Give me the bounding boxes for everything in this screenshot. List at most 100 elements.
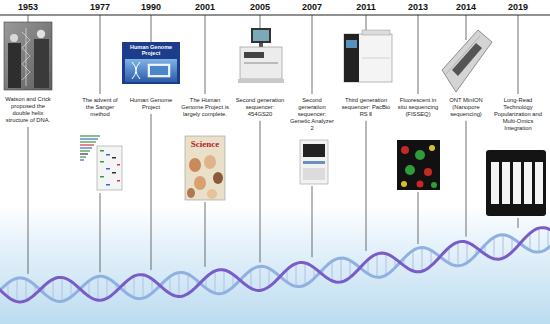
ladder-line bbox=[80, 138, 98, 139]
gel-band bbox=[100, 176, 104, 178]
year-label: 2019 bbox=[503, 2, 533, 13]
machine-seam bbox=[362, 58, 390, 59]
year-label: 2005 bbox=[245, 2, 275, 13]
tick-line bbox=[28, 127, 29, 274]
flow-cell bbox=[535, 162, 543, 204]
ladder-line bbox=[80, 150, 90, 151]
device-edge bbox=[446, 36, 480, 74]
cell bbox=[405, 165, 415, 175]
helix-rung bbox=[88, 281, 89, 297]
helix-rung bbox=[457, 242, 458, 266]
cover-face bbox=[207, 189, 217, 199]
photo-frame bbox=[4, 22, 52, 90]
helix-rung bbox=[106, 278, 107, 298]
device-lid bbox=[452, 43, 482, 76]
tick-line bbox=[260, 15, 261, 28]
helix-rung bbox=[214, 271, 215, 293]
device-body bbox=[442, 30, 492, 92]
gel-band bbox=[112, 172, 116, 174]
tick-line bbox=[100, 15, 101, 94]
promethion-device bbox=[486, 150, 546, 216]
gel-band bbox=[106, 168, 110, 170]
logo-screen-inner bbox=[150, 66, 168, 75]
year-label: 2011 bbox=[351, 2, 381, 13]
helix-rung bbox=[268, 268, 269, 286]
cell bbox=[401, 146, 409, 154]
helix-rung bbox=[376, 254, 377, 277]
image-ground bbox=[397, 140, 440, 190]
ladder-line bbox=[80, 144, 94, 145]
tick-line bbox=[260, 121, 261, 263]
milestone-caption: Second generation sequencer: 454GS20 bbox=[234, 97, 286, 118]
gel-band bbox=[100, 150, 104, 152]
cover-face bbox=[189, 158, 201, 172]
helix-rung bbox=[259, 266, 260, 290]
gs20-sequencer bbox=[238, 28, 284, 83]
milestone-caption: ONT MinION (Nanopore sequencing) bbox=[445, 97, 487, 118]
gel-bands bbox=[100, 150, 120, 186]
tick-line bbox=[418, 192, 419, 244]
ladder-line bbox=[80, 141, 96, 142]
tick-line bbox=[100, 193, 101, 272]
cover-face bbox=[213, 172, 223, 184]
milestone-caption: Second generation sequencer: Genetic Ana… bbox=[288, 97, 336, 132]
helix-rung bbox=[349, 260, 350, 277]
helix-rung bbox=[493, 237, 494, 258]
machine-stripe bbox=[303, 161, 325, 164]
tick-line bbox=[205, 15, 206, 94]
machine-screen bbox=[346, 40, 357, 48]
pacbio-sequencer bbox=[344, 30, 392, 82]
gel-band bbox=[106, 154, 110, 156]
machine-trim bbox=[244, 62, 278, 64]
ladder-line bbox=[80, 153, 88, 154]
year-label: 1977 bbox=[85, 2, 115, 13]
gel-band bbox=[117, 164, 120, 166]
machine-body bbox=[300, 140, 328, 184]
helix-rung bbox=[187, 274, 188, 293]
tick-line bbox=[28, 15, 29, 22]
gel-plate bbox=[97, 146, 122, 190]
tick-line bbox=[518, 218, 519, 228]
ladder-line bbox=[80, 135, 100, 136]
cover-face bbox=[204, 155, 216, 169]
tick-lines bbox=[28, 15, 518, 274]
gel-band bbox=[106, 184, 110, 186]
minion-device bbox=[442, 30, 492, 92]
gel-ground bbox=[78, 134, 124, 191]
milestone-caption: Human Genome Project bbox=[126, 97, 176, 111]
flow-cell bbox=[524, 162, 532, 204]
milestone-caption: The advent of the Sanger method bbox=[78, 97, 122, 118]
dna-helix bbox=[0, 228, 550, 302]
machine-lid bbox=[362, 30, 390, 35]
gel-band bbox=[100, 161, 104, 163]
monitor bbox=[251, 28, 271, 43]
monitor-screen bbox=[253, 30, 269, 41]
cell bbox=[431, 182, 437, 188]
flow-cell bbox=[513, 162, 521, 204]
cover-title: Science bbox=[186, 139, 224, 149]
person-head bbox=[10, 34, 18, 42]
helix-rung bbox=[412, 250, 413, 270]
model-helix bbox=[22, 32, 30, 80]
flow-cell bbox=[491, 162, 499, 204]
helix-rung bbox=[169, 277, 170, 294]
tick-line bbox=[518, 15, 519, 94]
helix-rung bbox=[133, 276, 134, 297]
cell bbox=[415, 150, 425, 160]
helix-rung bbox=[547, 229, 548, 248]
machine-panel bbox=[303, 168, 325, 180]
watson-crick-photo bbox=[4, 22, 52, 90]
helix-rung bbox=[61, 277, 62, 301]
year-label: 2007 bbox=[297, 2, 327, 13]
helix-rung bbox=[538, 228, 539, 252]
milestone-caption: The Human Genome Project is largely comp… bbox=[181, 97, 229, 118]
cell bbox=[424, 168, 432, 176]
logo-text: Human Genome Project bbox=[124, 44, 178, 57]
milestone-caption: Fluorescent in situ sequencing (FISSEQ) bbox=[395, 97, 441, 118]
gel-band bbox=[117, 180, 120, 182]
tick-line bbox=[466, 15, 467, 40]
year-label: 2013 bbox=[403, 2, 433, 13]
ga2-sequencer bbox=[300, 140, 328, 184]
logo-screen bbox=[148, 64, 170, 77]
